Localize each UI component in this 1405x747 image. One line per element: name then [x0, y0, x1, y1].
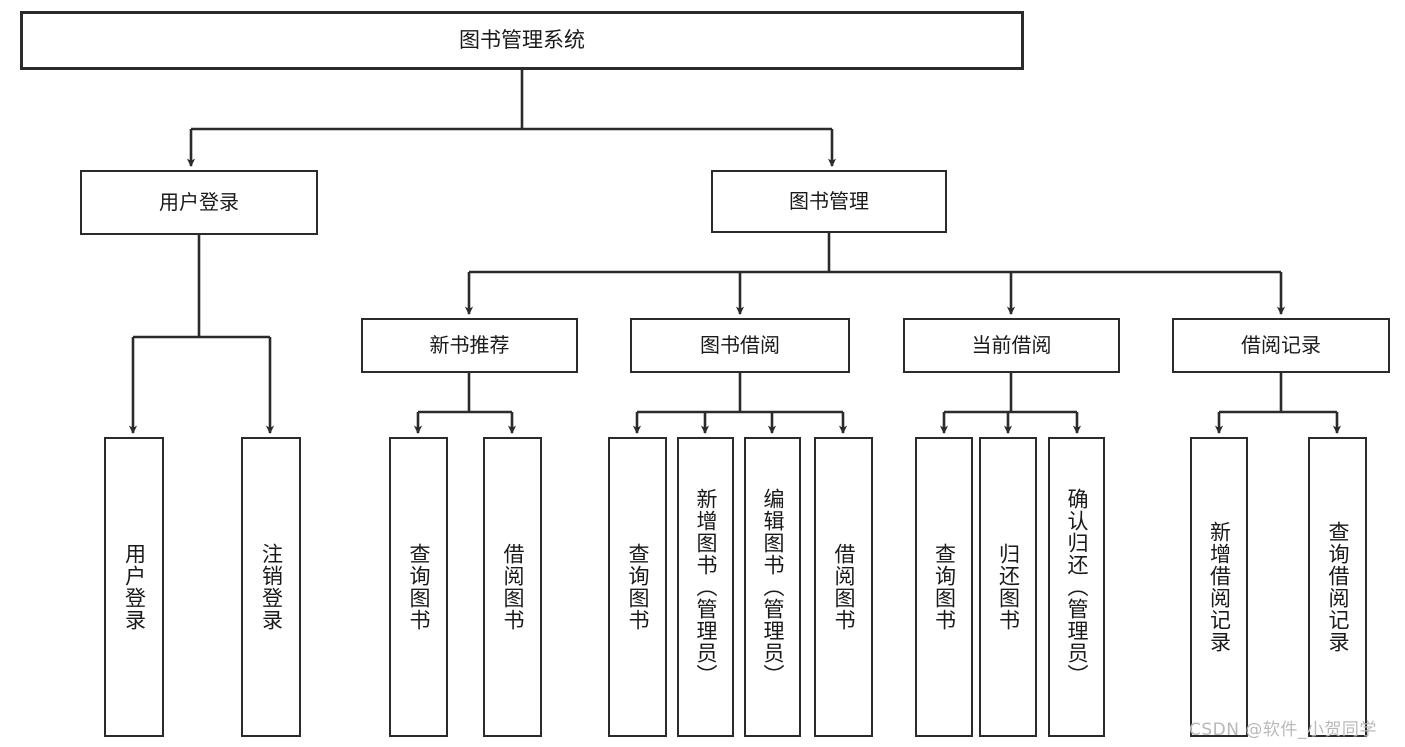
- leaf-user-login-logout[interactable]: 注销登录: [241, 437, 301, 737]
- node-current-borrow[interactable]: 当前借阅: [903, 318, 1120, 373]
- node-label: 查询图书: [932, 543, 957, 631]
- leaf-current-borrow-confirm-return-admin[interactable]: 确认归还（管理员）: [1048, 437, 1105, 737]
- leaf-borrow-record-add-record[interactable]: 新增借阅记录: [1190, 437, 1248, 737]
- leaf-current-borrow-query-book[interactable]: 查询图书: [915, 437, 973, 737]
- node-book-management[interactable]: 图书管理: [711, 170, 947, 233]
- leaf-book-borrow-add-book-admin[interactable]: 新增图书（管理员）: [677, 437, 734, 737]
- node-label: 新书推荐: [429, 333, 510, 357]
- node-label: 查询图书: [407, 543, 431, 631]
- node-label: 借阅图书: [832, 543, 856, 631]
- node-label: 查询图书: [626, 543, 650, 631]
- leaf-book-borrow-query-book[interactable]: 查询图书: [608, 437, 667, 737]
- node-new-book-recommend[interactable]: 新书推荐: [361, 318, 578, 373]
- node-label: 注销登录: [259, 543, 284, 631]
- node-label: 借阅记录: [1241, 333, 1321, 357]
- node-book-borrow[interactable]: 图书借阅: [630, 318, 850, 373]
- node-label: 编辑图书（管理员）: [761, 488, 785, 686]
- leaf-new-book-query-book[interactable]: 查询图书: [389, 437, 448, 737]
- node-label: 图书借阅: [700, 333, 780, 357]
- leaf-user-login-login[interactable]: 用户登录: [104, 437, 164, 737]
- node-label: 新增图书（管理员）: [694, 488, 718, 686]
- node-root-book-management-system[interactable]: 图书管理系统: [20, 11, 1024, 70]
- node-label: 用户登录: [122, 543, 147, 631]
- node-user-login[interactable]: 用户登录: [80, 170, 318, 235]
- leaf-current-borrow-return-book[interactable]: 归还图书: [979, 437, 1037, 737]
- node-label: 当前借阅: [971, 333, 1052, 357]
- node-label: 查询借阅记录: [1326, 521, 1350, 653]
- leaf-new-book-borrow-book[interactable]: 借阅图书: [483, 437, 542, 737]
- leaf-book-borrow-borrow-book[interactable]: 借阅图书: [814, 437, 873, 737]
- watermark-text: CSDN @软件_小贺同学: [1189, 720, 1377, 740]
- node-borrow-record[interactable]: 借阅记录: [1172, 318, 1390, 373]
- node-label: 确认归还（管理员）: [1065, 488, 1089, 686]
- node-label: 用户登录: [159, 190, 239, 214]
- leaf-borrow-record-query-record[interactable]: 查询借阅记录: [1308, 437, 1367, 737]
- node-label: 图书管理系统: [459, 28, 585, 53]
- leaf-book-borrow-edit-book-admin[interactable]: 编辑图书（管理员）: [744, 437, 801, 737]
- node-label: 新增借阅记录: [1207, 521, 1232, 653]
- node-label: 归还图书: [996, 543, 1021, 631]
- node-label: 图书管理: [789, 189, 869, 213]
- node-label: 借阅图书: [501, 543, 525, 631]
